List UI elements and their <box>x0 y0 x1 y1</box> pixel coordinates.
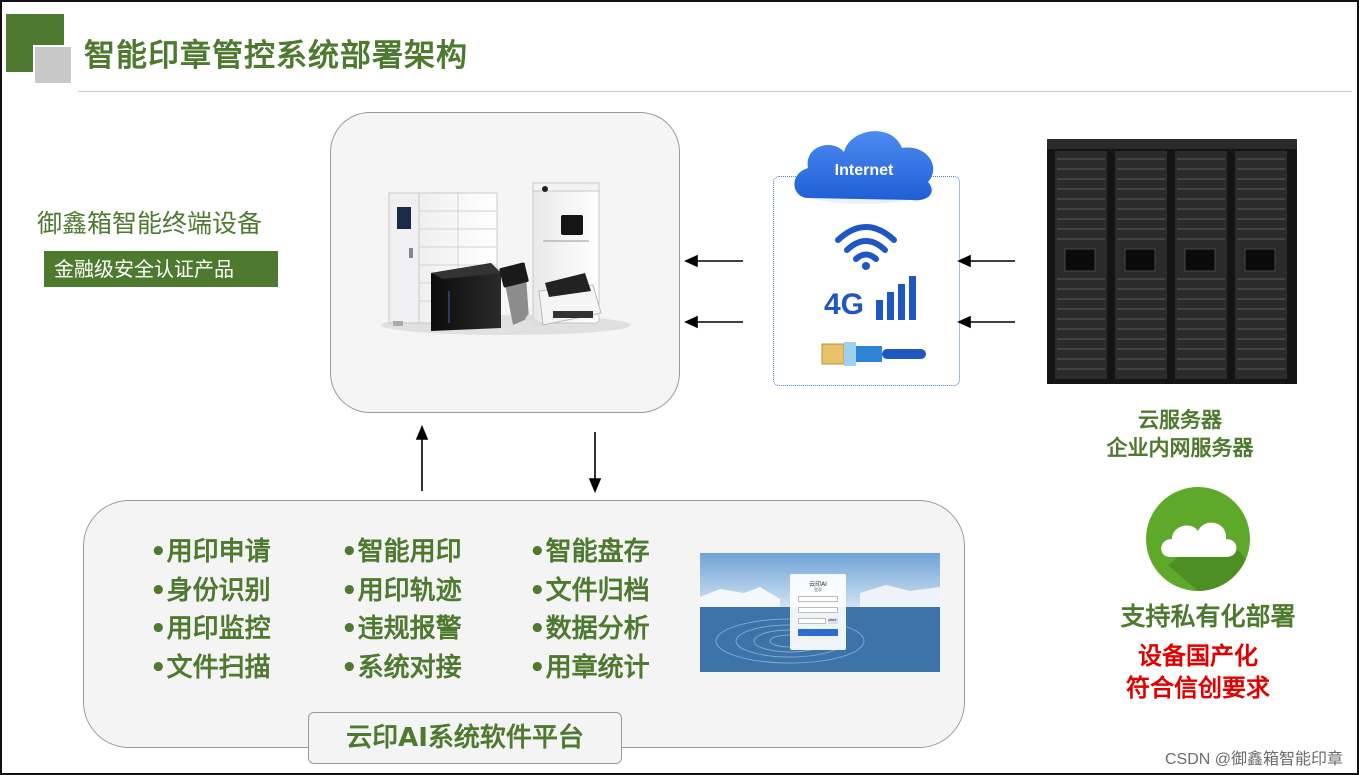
title-divider <box>78 91 1352 92</box>
private-cloud-badge-icon <box>1146 487 1250 591</box>
captcha-image: aHfsT <box>828 618 838 624</box>
login-screenshot: 云印AI 登录 aHfsT <box>700 553 940 672</box>
feature-column-3: •智能盘存 •文件归档 •数据分析 •用章统计 <box>529 533 650 687</box>
feature-column-1: •用印申请 •身份识别 •用印监控 •文件扫描 <box>150 533 271 687</box>
feature-item: •智能用印 <box>341 537 462 567</box>
terminal-device-label: 御鑫箱智能终端设备 <box>37 209 263 238</box>
server-label: 云服务器 企业内网服务器 <box>1070 406 1290 462</box>
feature-item: •文件扫描 <box>150 652 271 683</box>
arrow-network-to-device-2 <box>684 315 743 329</box>
software-platform-title: 云印AI系统软件平台 <box>308 712 622 764</box>
page-title: 智能印章管控系统部署架构 <box>84 38 468 74</box>
feature-item: •文件归档 <box>529 575 650 606</box>
black-seal-box-icon <box>431 263 501 331</box>
internet-label: Internet <box>834 162 894 179</box>
server-rack-image <box>1031 133 1307 392</box>
password-field[interactable] <box>798 607 838 613</box>
feature-item: •用章统计 <box>529 652 650 683</box>
lte-label: 4G <box>824 288 865 321</box>
arrow-platform-to-device <box>415 424 429 491</box>
signal-bars-icon <box>876 276 916 320</box>
feature-item: •智能盘存 <box>529 537 650 567</box>
internet-cloud: Internet <box>786 116 942 208</box>
server-label-intranet: 企业内网服务器 <box>1106 436 1254 460</box>
csdn-watermark: CSDN @御鑫箱智能印章 <box>1164 751 1343 768</box>
rack-console-screens <box>1064 248 1276 272</box>
login-button[interactable] <box>798 629 838 636</box>
arrow-device-to-platform <box>588 432 602 494</box>
login-card: 云印AI 登录 aHfsT <box>790 574 846 650</box>
terminal-devices-illustration <box>381 182 631 335</box>
feature-column-2: •智能用印 •用印轨迹 •违规报警 •系统对接 <box>341 533 462 687</box>
id-reader-icon <box>499 262 529 325</box>
feature-item: •用印申请 <box>150 537 271 567</box>
arrow-server-to-network-2 <box>957 315 1015 329</box>
domestic-compliance-label: 设备国产化 符合信创要求 <box>1098 640 1298 704</box>
login-card-title: 云印AI <box>809 581 827 588</box>
ethernet-cable-icon <box>821 342 926 366</box>
login-card-subtitle: 登录 <box>814 587 822 592</box>
username-field[interactable] <box>798 596 838 602</box>
xinchuang-line: 符合信创要求 <box>1126 674 1270 702</box>
feature-item: •身份识别 <box>150 575 271 606</box>
private-cloud-icon <box>1146 487 1250 591</box>
feature-item: •用印轨迹 <box>341 575 462 606</box>
document-scanner-icon <box>525 273 602 329</box>
captcha-field[interactable] <box>798 618 826 624</box>
wifi-icon <box>835 224 897 270</box>
feature-item: •系统对接 <box>341 652 462 683</box>
private-deployment-label: 支持私有化部署 <box>1120 602 1296 631</box>
feature-item: •数据分析 <box>529 614 650 644</box>
feature-item: •违规报警 <box>341 614 462 644</box>
certification-badge: 金融级安全认证产品 <box>44 251 278 287</box>
server-label-cloud: 云服务器 <box>1138 408 1222 432</box>
domestic-line: 设备国产化 <box>1138 642 1258 670</box>
cloud-icon <box>794 131 934 204</box>
title-accent-square-gray <box>33 45 73 85</box>
rack-slots <box>1057 158 1285 370</box>
arrow-network-to-device-1 <box>684 254 743 268</box>
server-rack-icon <box>1047 139 1297 384</box>
arrow-server-to-network-1 <box>957 254 1015 268</box>
feature-item: •用印监控 <box>150 614 271 644</box>
terminal-device-panel <box>330 112 680 413</box>
